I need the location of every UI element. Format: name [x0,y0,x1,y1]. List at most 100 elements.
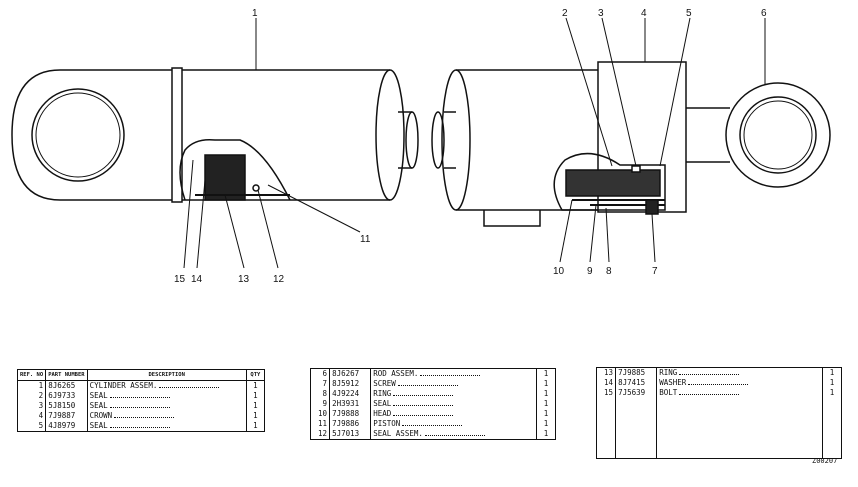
part-number: 8J7415 [615,378,658,388]
quantity: 1 [543,399,549,408]
ref-number: 8 [310,389,331,399]
ref-number: 1 [17,380,47,391]
callout-9: 9 [587,266,593,277]
part-number: 8J6267 [329,368,372,379]
description-header: DESCRIPTION [87,369,247,381]
ref-number: 5 [17,421,47,432]
part-description: SEAL ASSEM. [370,429,537,440]
part-description: HEAD [370,409,537,419]
part-description: SEAL [87,391,247,401]
ref-number: 14 [596,378,617,388]
callout-13: 13 [238,274,250,285]
callout-2: 2 [562,8,568,19]
part-number: 8J5912 [329,379,372,389]
part-description: PISTON [370,419,537,429]
left-cutaway [179,138,291,201]
cylinder-eye-bore [31,88,125,182]
quantity: 1 [543,379,549,388]
part-number: 7J5639 [615,388,658,398]
callout-1: 1 [252,8,258,19]
quantity: 1 [543,419,549,428]
quantity: 1 [543,429,549,438]
cylinder-drawing: 1 2 3 4 5 6 7 8 9 10 11 12 13 14 15 [11,8,831,285]
figure-number: Z00207 [812,457,838,465]
part-number-header: PART NUMBER [45,369,88,381]
cylinder-eye [11,69,172,201]
part-description: SEAL [87,401,247,411]
callout-8: 8 [606,266,612,277]
quantity: 1 [543,409,549,418]
quantity: 1 [253,401,258,410]
part-number: 7J9886 [329,419,372,429]
part-description: BOLT [656,388,823,398]
part-number: 6J9733 [45,391,88,401]
callout-11: 11 [360,234,371,245]
crown [597,61,687,213]
ref-number: 4 [17,411,47,421]
ref-number: 7 [310,379,331,389]
part-description: WASHER [656,378,823,388]
part-description: SEAL [370,399,537,409]
right-cutaway [553,152,666,211]
part-description: SCREW [370,379,537,389]
callout-10: 10 [553,266,565,277]
ref-number: 3 [17,401,47,411]
quantity: 1 [829,378,835,387]
quantity: 1 [829,368,835,377]
callout-14: 14 [191,274,203,285]
ref-number: 11 [310,419,331,429]
ref-number: 15 [596,388,617,398]
ref-header: REF. NO [17,369,47,381]
part-description: ROD ASSEM. [370,368,537,379]
callout-12: 12 [273,274,285,285]
part-description: RING [370,389,537,399]
part-number: 5J8150 [45,401,88,411]
part-description: CROWN [87,411,247,421]
quantity: 1 [253,421,258,430]
part-number: 4J8979 [45,421,88,432]
part-number: 7J9887 [45,411,88,421]
callout-4: 4 [641,8,647,19]
quantity: 1 [253,381,258,390]
quantity: 1 [253,411,258,420]
quantity: 1 [829,388,835,397]
part-number: 8J6265 [45,380,88,391]
ref-number: 9 [310,399,331,409]
callout-7: 7 [652,266,658,277]
callout-6: 6 [761,8,767,19]
part-number: 4J9224 [329,389,372,399]
quantity: 1 [543,389,549,398]
ref-number: 13 [596,367,617,378]
rod-eye [725,82,831,188]
cylinder-collar [171,67,183,203]
part-description: RING [656,367,823,378]
rod [686,107,730,163]
ref-number: 12 [310,429,331,440]
quantity: 1 [543,369,549,378]
ref-number: 2 [17,391,47,401]
part-description: CYLINDER ASSEM. [87,380,247,391]
part-number: 7J9885 [615,367,658,378]
callout-5: 5 [686,8,692,19]
ref-number: 10 [310,409,331,419]
part-description: SEAL [87,421,247,432]
quantity: 1 [253,391,258,400]
